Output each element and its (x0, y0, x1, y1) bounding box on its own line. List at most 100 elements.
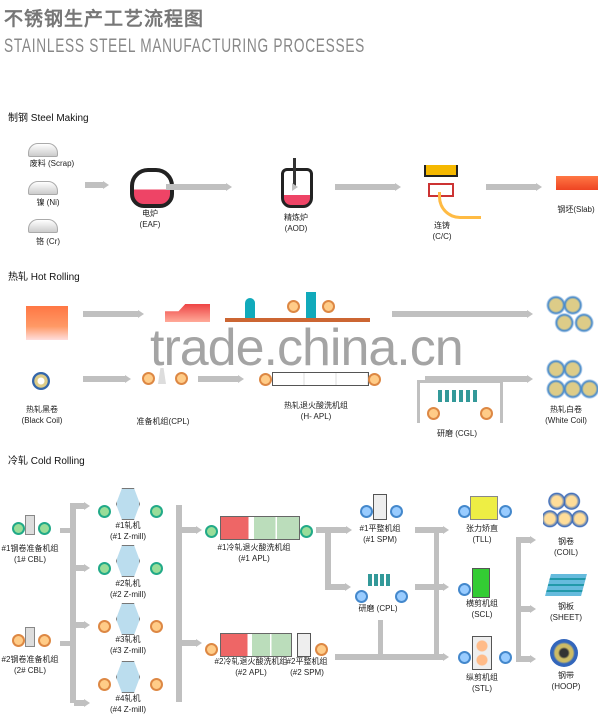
flow-arrow (182, 639, 202, 647)
coiler-icon (322, 300, 335, 313)
roughing-mill-icon (245, 298, 255, 318)
reel-icon (395, 590, 408, 603)
recoiler-icon (38, 634, 51, 647)
label-cc: 连铸(C/C) (432, 221, 452, 241)
merge-bar (434, 527, 439, 657)
label-coil: 钢卷(COIL) (554, 537, 578, 557)
scrap-pile-icon (28, 143, 58, 157)
flow-arrow (516, 536, 536, 544)
recoiler-icon (38, 522, 51, 535)
stl-icon (472, 636, 492, 670)
spm1-icon (373, 494, 387, 520)
reel-icon (458, 651, 471, 664)
label-sheet: 钢板(SHEET) (550, 602, 582, 622)
watermark: trade.china.cn (150, 319, 464, 377)
reel-icon (458, 583, 471, 596)
scl-icon (472, 568, 490, 598)
distribution-bar (70, 503, 76, 703)
coil-reel-icon (98, 678, 111, 691)
flow-arrow (486, 183, 542, 191)
label-aod: 精炼炉(AOD) (284, 213, 308, 233)
reel-icon (390, 505, 403, 518)
sheet-stack-icon (545, 574, 587, 596)
z-mill-icon (116, 603, 140, 635)
coil-reel-icon (150, 620, 163, 633)
label-apl2: #2冷轧退火酸洗机组(#2 APL) (214, 657, 288, 677)
coil-reel-icon (98, 505, 111, 518)
recoiler-icon (300, 525, 313, 538)
recoiler-icon (368, 373, 381, 386)
uncoiler-icon (142, 372, 155, 385)
section-hot-rolling: 热轧 Hot Rolling (8, 272, 80, 283)
flow-arrow (74, 621, 90, 629)
uncoiler-icon (12, 522, 25, 535)
label-cbl2: #2钢卷准备机组(2# CBL) (1, 655, 59, 675)
label-ni: 镍 (Ni) (36, 198, 60, 207)
tll-icon (470, 496, 498, 520)
title-en: STAINLESS STEEL MANUFACTURING PROCESSES (4, 36, 366, 57)
section-steel-making: 制钢 Steel Making (8, 113, 89, 124)
cbl-unit-icon (25, 627, 35, 647)
flow-arrow (166, 183, 232, 191)
flow-arrow (415, 526, 449, 534)
label-eaf: 电炉(EAF) (139, 209, 161, 229)
nickel-pile-icon (28, 181, 58, 195)
apl1-line-icon (220, 516, 300, 540)
flow-arrow (85, 181, 109, 189)
label-mill4: #4轧机(#4 Z-mill) (110, 694, 146, 714)
label-h-apl: 热轧退火酸洗机组(H- APL) (284, 401, 348, 421)
recoiler-icon (175, 372, 188, 385)
uncoiler-icon (12, 634, 25, 647)
black-coil-icon (32, 372, 50, 390)
coil-reel-icon (150, 562, 163, 575)
branch-bar (325, 527, 331, 590)
flow-arrow (516, 655, 536, 663)
reel-icon (499, 651, 512, 664)
recoiler-icon (315, 643, 328, 656)
flow-arrow (74, 564, 90, 572)
label-cbl1: #1钢卷准备机组(1# CBL) (1, 544, 59, 564)
label-apl1: #1冷轧退火酸洗机组(#1 APL) (217, 543, 291, 563)
coiler-icon (287, 300, 300, 313)
hot-strip-mill-line (225, 318, 370, 322)
connector (378, 620, 383, 657)
uncoiler-icon (427, 407, 440, 420)
uncoiler-icon (259, 373, 272, 386)
chrome-pile-icon (28, 219, 58, 233)
flow-arrow (182, 526, 202, 534)
flow-arrow (316, 526, 352, 534)
flow-arrow (83, 310, 144, 318)
recoiler-icon (480, 407, 493, 420)
hoop-icon (550, 639, 578, 667)
output-bar (516, 537, 521, 660)
label-scrap: 废料 (Scrap) (29, 159, 75, 168)
label-cgl: 研磨 (CGL) (437, 429, 477, 438)
label-cpl-cold: 研磨 (CPL) (358, 604, 398, 613)
label-mill1: #1轧机(#1 Z-mill) (110, 521, 146, 541)
flow-arrow (516, 605, 536, 613)
label-stl: 纵剪机组(STL) (466, 673, 498, 693)
black-slab-icon (26, 306, 68, 340)
cpl-grinder-icon (368, 574, 392, 586)
z-mill-icon (116, 545, 140, 577)
label-tll: 张力矫直(TLL) (466, 524, 498, 544)
flow-arrow (392, 310, 533, 318)
label-cr: 铬 (Cr) (36, 237, 60, 246)
coil-reel-icon (150, 505, 163, 518)
coil-reel-icon (98, 620, 111, 633)
title-cn: 不锈钢生产工艺流程图 (4, 9, 205, 30)
connector (60, 528, 72, 533)
flow-arrow (335, 183, 401, 191)
coil-stack-icon (543, 490, 589, 530)
label-black-coil: 热轧黑卷(Black Coil) (21, 405, 63, 425)
cbl-unit-icon (25, 515, 35, 535)
label-cpl: 准备机组(CPL) (136, 417, 190, 426)
flow-arrow (415, 583, 449, 591)
slab-icon (556, 176, 598, 190)
flow-arrow (83, 375, 131, 383)
cpl-unit-icon (158, 368, 166, 384)
white-coil-stack-icon (542, 292, 598, 336)
finishing-mill-icon (306, 292, 316, 318)
label-hoop: 钢带(HOOP) (551, 671, 581, 691)
